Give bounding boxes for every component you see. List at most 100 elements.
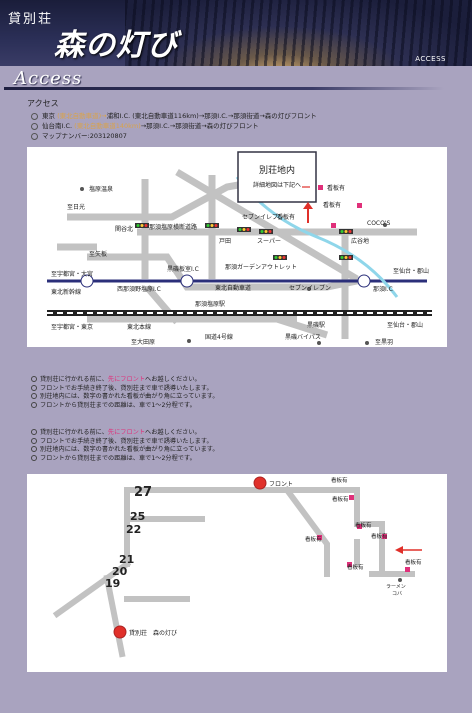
label-kuroiso-bypass: 黒磯バイパス (285, 333, 321, 341)
red-arrow-head-icon (303, 202, 313, 209)
bullet-icon (31, 132, 38, 140)
sign-25: 25 (130, 510, 145, 523)
sign-27: 27 (134, 485, 152, 500)
ramen-dot-icon (398, 578, 402, 582)
label-to-sendai: 至仙台・郡山 (387, 321, 423, 329)
access-nav-link[interactable]: ACCESS (415, 55, 446, 63)
bullet-icon (31, 122, 38, 130)
sign-label-3: 看板有 (355, 521, 372, 529)
label-tohoku-honsen: 東北本線 (127, 323, 151, 331)
road-bypass (275, 315, 329, 339)
label-to-otawara: 至大田原 (131, 338, 155, 346)
villa-label: 貸別荘 森の灯び (129, 629, 177, 637)
sign-19: 19 (105, 577, 120, 590)
road-right-branch (282, 485, 330, 577)
label-to-utsunomiya-tokyo: 至宇都宮・東京 (51, 323, 93, 331)
landmark-dot-icons (80, 187, 387, 345)
label-nasu-garden: 那須ガーデンアウトレット (225, 263, 297, 271)
label-kuroiso-station: 黒磯駅 (307, 321, 325, 329)
label-nishinasuno-ic: 西那須野塩原I.C (117, 285, 161, 293)
note-row: フロントでお手続き終了後、貸別荘まで車で誘導いたします。 (31, 437, 219, 447)
road-right (354, 487, 385, 572)
label-super: スーパー (257, 238, 281, 245)
note-row: 別荘地内には、数字の書かれた看板が曲がり角に立っています。 (31, 393, 219, 402)
label-kuroiso-ic: 黒磯板室I.C (167, 265, 199, 273)
route-tokyo: 東京 (東北自動車道)→浦和I.C. (東北自動車道116km)→那須I.C.→… (31, 110, 317, 120)
label-sekiya: 関谷北 (115, 225, 133, 233)
ramen-label: ラーメン (386, 584, 406, 590)
box-title: 別荘地内 (259, 164, 295, 176)
sign-label-2: 看板有 (332, 495, 349, 503)
notes-block-1: 貸別荘に行かれる前に、先にフロントへお越しください。 フロントでお手続き終了後、… (31, 376, 219, 410)
section-title: Access (14, 68, 83, 89)
section-underline (4, 87, 444, 90)
villa-area-box (237, 151, 317, 203)
label-sign-2: 看板有 (277, 213, 295, 221)
area-map: 別荘地内 詳細地図は下記へ 塩原温泉 至日光 関谷北 至矢板 至宇都宮・大宮 東… (27, 147, 447, 347)
note-row: 貸別荘に行かれる前に、先にフロントへお越しください。 (31, 429, 219, 438)
label-to-utsunomiya-omiya: 至宇都宮・大宮 (51, 270, 93, 278)
detail-roads (52, 485, 415, 658)
pink-marker-icons (318, 185, 362, 228)
label-toda: 戸田 (219, 238, 231, 245)
label-seven-eleven-3: セブンイレブン (289, 284, 331, 292)
sign-label-7: 看板有 (405, 558, 422, 566)
front-pin-icon (253, 476, 267, 490)
ic-nishinasuno-icon (80, 274, 94, 288)
area-map-svg: 別荘地内 詳細地図は下記へ 塩原温泉 至日光 関谷北 至矢板 至宇都宮・大宮 東… (47, 151, 432, 346)
villa-detail-map: 27 25 22 21 20 19 フロント 貸別荘 森の灯び 看板有 看板有 … (27, 474, 447, 672)
sign-21: 21 (119, 553, 134, 566)
sign-marker-icons (317, 495, 410, 572)
note-row: フロントから貸別荘までの距離は、車で1～2分程です。 (31, 401, 219, 411)
railway (47, 310, 432, 316)
label-nasu-shiobara-road: 那須塩原横断道路 (149, 223, 197, 231)
label-to-sendai-koriyama: 至仙台・郡山 (393, 267, 429, 275)
label-tohoku-shinkansen: 東北新幹線 (51, 288, 81, 296)
sign-22: 22 (126, 523, 141, 536)
header-photo-trees (125, 0, 472, 66)
kobo-label: コバ (392, 591, 402, 597)
label-sign-1: 看板有 (327, 184, 345, 192)
label-cocos: COCO'S (367, 220, 390, 227)
label-nasushiobara-station: 那須塩原駅 (195, 300, 225, 308)
sign-label-6: 看板有 (347, 563, 364, 571)
label-sign-3: 看板有 (323, 201, 341, 209)
access-heading: アクセス (27, 99, 59, 108)
label-nasu-ic: 那須I.C (373, 285, 393, 293)
note-row: フロントでお手続き終了後、貸別荘まで車で誘導いたします。 (31, 384, 219, 394)
sign-20: 20 (112, 565, 128, 578)
label-to-kurobane: 至黒羽 (375, 339, 393, 346)
arrow-head-icon (395, 546, 403, 554)
ic-nasu-icon (357, 274, 371, 288)
label-shiobara-onsen: 塩原温泉 (89, 185, 113, 193)
box-subtitle: 詳細地図は下記へ (253, 181, 301, 189)
map-number: マップナンバー:203120807 (31, 130, 127, 140)
site-logo[interactable]: 森の灯び (54, 28, 178, 63)
front-label: フロント (269, 481, 293, 488)
road-connector (144, 284, 180, 325)
section-title-bar: Access (0, 67, 472, 91)
traffic-light-icons (135, 223, 353, 260)
road-to-villa (103, 574, 126, 658)
sign-label-5: 看板有 (371, 532, 388, 540)
ic-kuroiso-icon (180, 274, 194, 288)
road-diagonal (175, 168, 359, 283)
note-row: 別荘地内には、数字の書かれた看板が曲がり角に立っています。 (31, 446, 219, 455)
site-header: 貸別荘 森の灯び ACCESS (0, 0, 472, 66)
villa-detail-map-svg: 27 25 22 21 20 19 フロント 貸別荘 森の灯び 看板有 看板有 … (52, 476, 422, 658)
label-tohoku-expressway: 東北自動車道 (215, 284, 251, 292)
label-hirotanimachi: 広谷地 (351, 237, 369, 245)
note-row: 貸別荘に行かれる前に、先にフロントへお越しください。 (31, 376, 219, 385)
logo-small: 貸別荘 (8, 12, 54, 27)
sign-label-1: 看板有 (331, 476, 348, 484)
label-to-yaita: 至矢板 (89, 250, 107, 258)
route-sendai: 仙台南I.C. (東北自動車道140km)→那須I.C.→那須街道→森の灯びフロ… (31, 120, 259, 130)
bullet-icon (31, 112, 38, 120)
sign-label-4: 看板有 (305, 535, 322, 543)
label-route4: 国道4号線 (205, 333, 233, 341)
note-row: フロントから貸別荘までの距離は、車で1～2分程です。 (31, 454, 219, 464)
road-diag-lower (52, 559, 132, 619)
villa-pin-icon (113, 625, 127, 639)
label-to-nikko: 至日光 (67, 203, 85, 211)
notes-block-2: 貸別荘に行かれる前に、先にフロントへお越しください。 フロントでお手続き終了後、… (31, 429, 219, 463)
